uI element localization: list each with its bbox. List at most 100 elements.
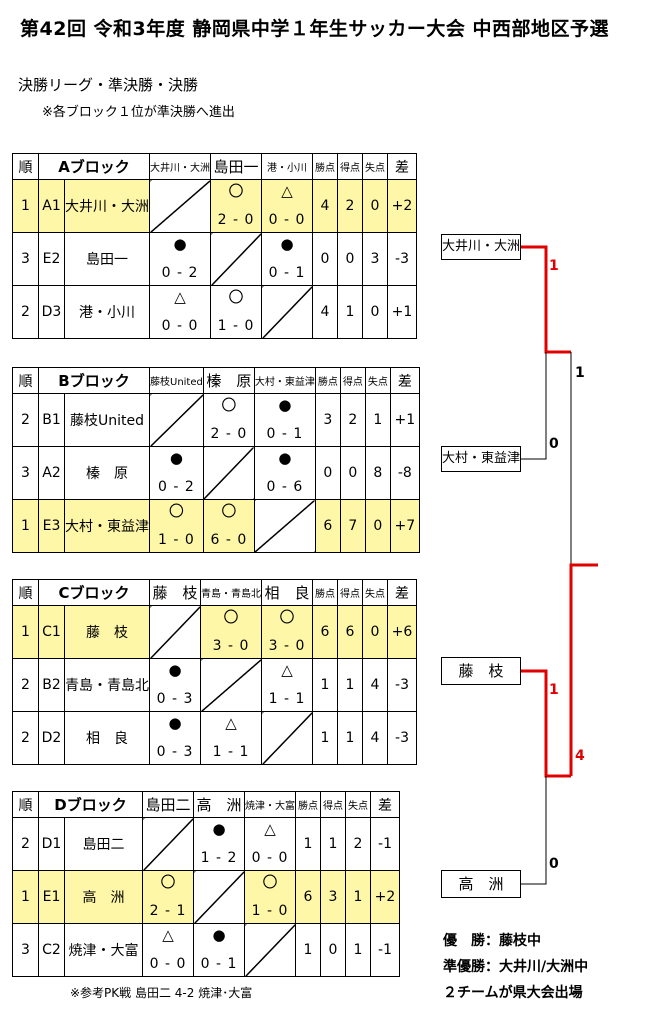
- rank-cell: 1: [12, 870, 39, 924]
- result-score: 0 - 1: [200, 956, 238, 972]
- result-cell: △1 - 1: [261, 658, 313, 712]
- result-cell: ●0 - 1: [253, 393, 316, 447]
- result-symbol: 〇: [221, 502, 237, 520]
- pk-note: ※参考PK戦 島田二 4-2 焼津･大富: [70, 986, 253, 1000]
- champion-text: 優 勝：藤枝中: [443, 933, 541, 949]
- result-score: 0 - 2: [158, 479, 195, 495]
- result-score: 0 - 0: [161, 318, 199, 334]
- result-symbol: 〇: [228, 182, 244, 200]
- self-match-cell: [149, 179, 211, 233]
- goal-diff-cell: -3: [387, 658, 417, 712]
- goals-against-cell: 1: [345, 870, 371, 924]
- opponent-header: 焼津・大富: [244, 791, 296, 818]
- block-name: Aブロック: [38, 153, 150, 180]
- goal-diff-cell: -8: [389, 446, 420, 500]
- goals-for-cell: 0: [320, 923, 346, 977]
- team-code-cell: E3: [38, 499, 65, 553]
- result-symbol: ●: [278, 396, 292, 414]
- order-header: 順: [12, 791, 39, 818]
- result-symbol: 〇: [262, 873, 278, 891]
- order-header: 順: [12, 367, 39, 394]
- goal-diff-cell: +2: [387, 179, 417, 233]
- result-cell: ● 0 - 1: [193, 923, 245, 977]
- result-cell: 〇 2 - 0: [210, 179, 262, 233]
- bracket-line-semi2-winner: [521, 669, 571, 778]
- self-match-cell: [261, 711, 313, 765]
- result-symbol: △: [225, 714, 237, 732]
- goals-against-cell: 0: [362, 605, 388, 659]
- result-score: 2 - 0: [217, 212, 255, 228]
- result-symbol: ●: [280, 235, 294, 253]
- result-score: 2 - 1: [149, 903, 187, 919]
- points-cell: 1: [312, 658, 338, 712]
- goal-diff-cell: +7: [389, 499, 420, 553]
- result-symbol: 〇: [160, 873, 176, 891]
- points-cell: 6: [295, 870, 321, 924]
- result-score: 0 - 1: [268, 265, 306, 281]
- result-symbol: 〇: [228, 288, 244, 306]
- result-score: 1 - 2: [200, 850, 238, 866]
- semi1-score-top: 1: [549, 258, 559, 274]
- result-cell: ●0 - 2: [149, 446, 204, 500]
- opponent-header: 港・小川: [261, 153, 313, 180]
- result-cell: ●0 - 2: [149, 232, 211, 286]
- result-symbol: △: [264, 820, 276, 838]
- result-symbol: △: [174, 288, 186, 306]
- points-cell: 6: [314, 499, 341, 553]
- against-header: 失点: [362, 153, 388, 180]
- result-cell: ●0 - 3: [149, 658, 201, 712]
- rank-cell: 2: [12, 817, 39, 871]
- goal-diff-cell: +6: [387, 605, 417, 659]
- result-symbol: ●: [168, 661, 182, 679]
- result-score: 1 - 1: [212, 744, 250, 760]
- goals-against-cell: 4: [362, 711, 388, 765]
- result-score: 2 - 0: [210, 426, 248, 442]
- team-name-cell: 大井川・大洲: [64, 179, 150, 233]
- result-score: 3 - 0: [268, 638, 306, 654]
- goals-for-cell: 7: [339, 499, 366, 553]
- rank-cell: 2: [12, 711, 39, 765]
- result-cell: △0 - 0: [142, 923, 194, 977]
- bracket-line-final-lower: [569, 563, 598, 776]
- result-score: 1 - 1: [268, 691, 306, 707]
- goals-against-cell: 4: [362, 658, 388, 712]
- opponent-header: 藤 枝: [149, 579, 201, 606]
- wins-header: 勝点: [312, 153, 338, 180]
- result-score: 0 - 0: [251, 850, 289, 866]
- runner-up-text: 準優勝：大井川/大洲中: [443, 959, 589, 975]
- goal-diff-cell: -3: [387, 232, 417, 286]
- result-score: 1 - 0: [251, 903, 289, 919]
- goal-diff-cell: +1: [387, 285, 417, 339]
- qualify-text: ２チームが県大会出場: [443, 985, 583, 1001]
- against-header: 失点: [362, 579, 388, 606]
- result-symbol: ●: [212, 926, 226, 944]
- result-score: 0 - 0: [268, 212, 306, 228]
- result-score: 3 - 0: [212, 638, 250, 654]
- team-code-cell: A1: [38, 179, 65, 233]
- result-cell: ● 0 - 1: [261, 232, 313, 286]
- result-score: 6 - 0: [210, 532, 248, 548]
- result-symbol: 〇: [168, 502, 184, 520]
- advance-note: ※各ブロック１位が準決勝へ進出: [42, 105, 235, 120]
- result-cell: ●0 - 6: [253, 446, 316, 500]
- team-name-cell: 榛 原: [64, 446, 150, 500]
